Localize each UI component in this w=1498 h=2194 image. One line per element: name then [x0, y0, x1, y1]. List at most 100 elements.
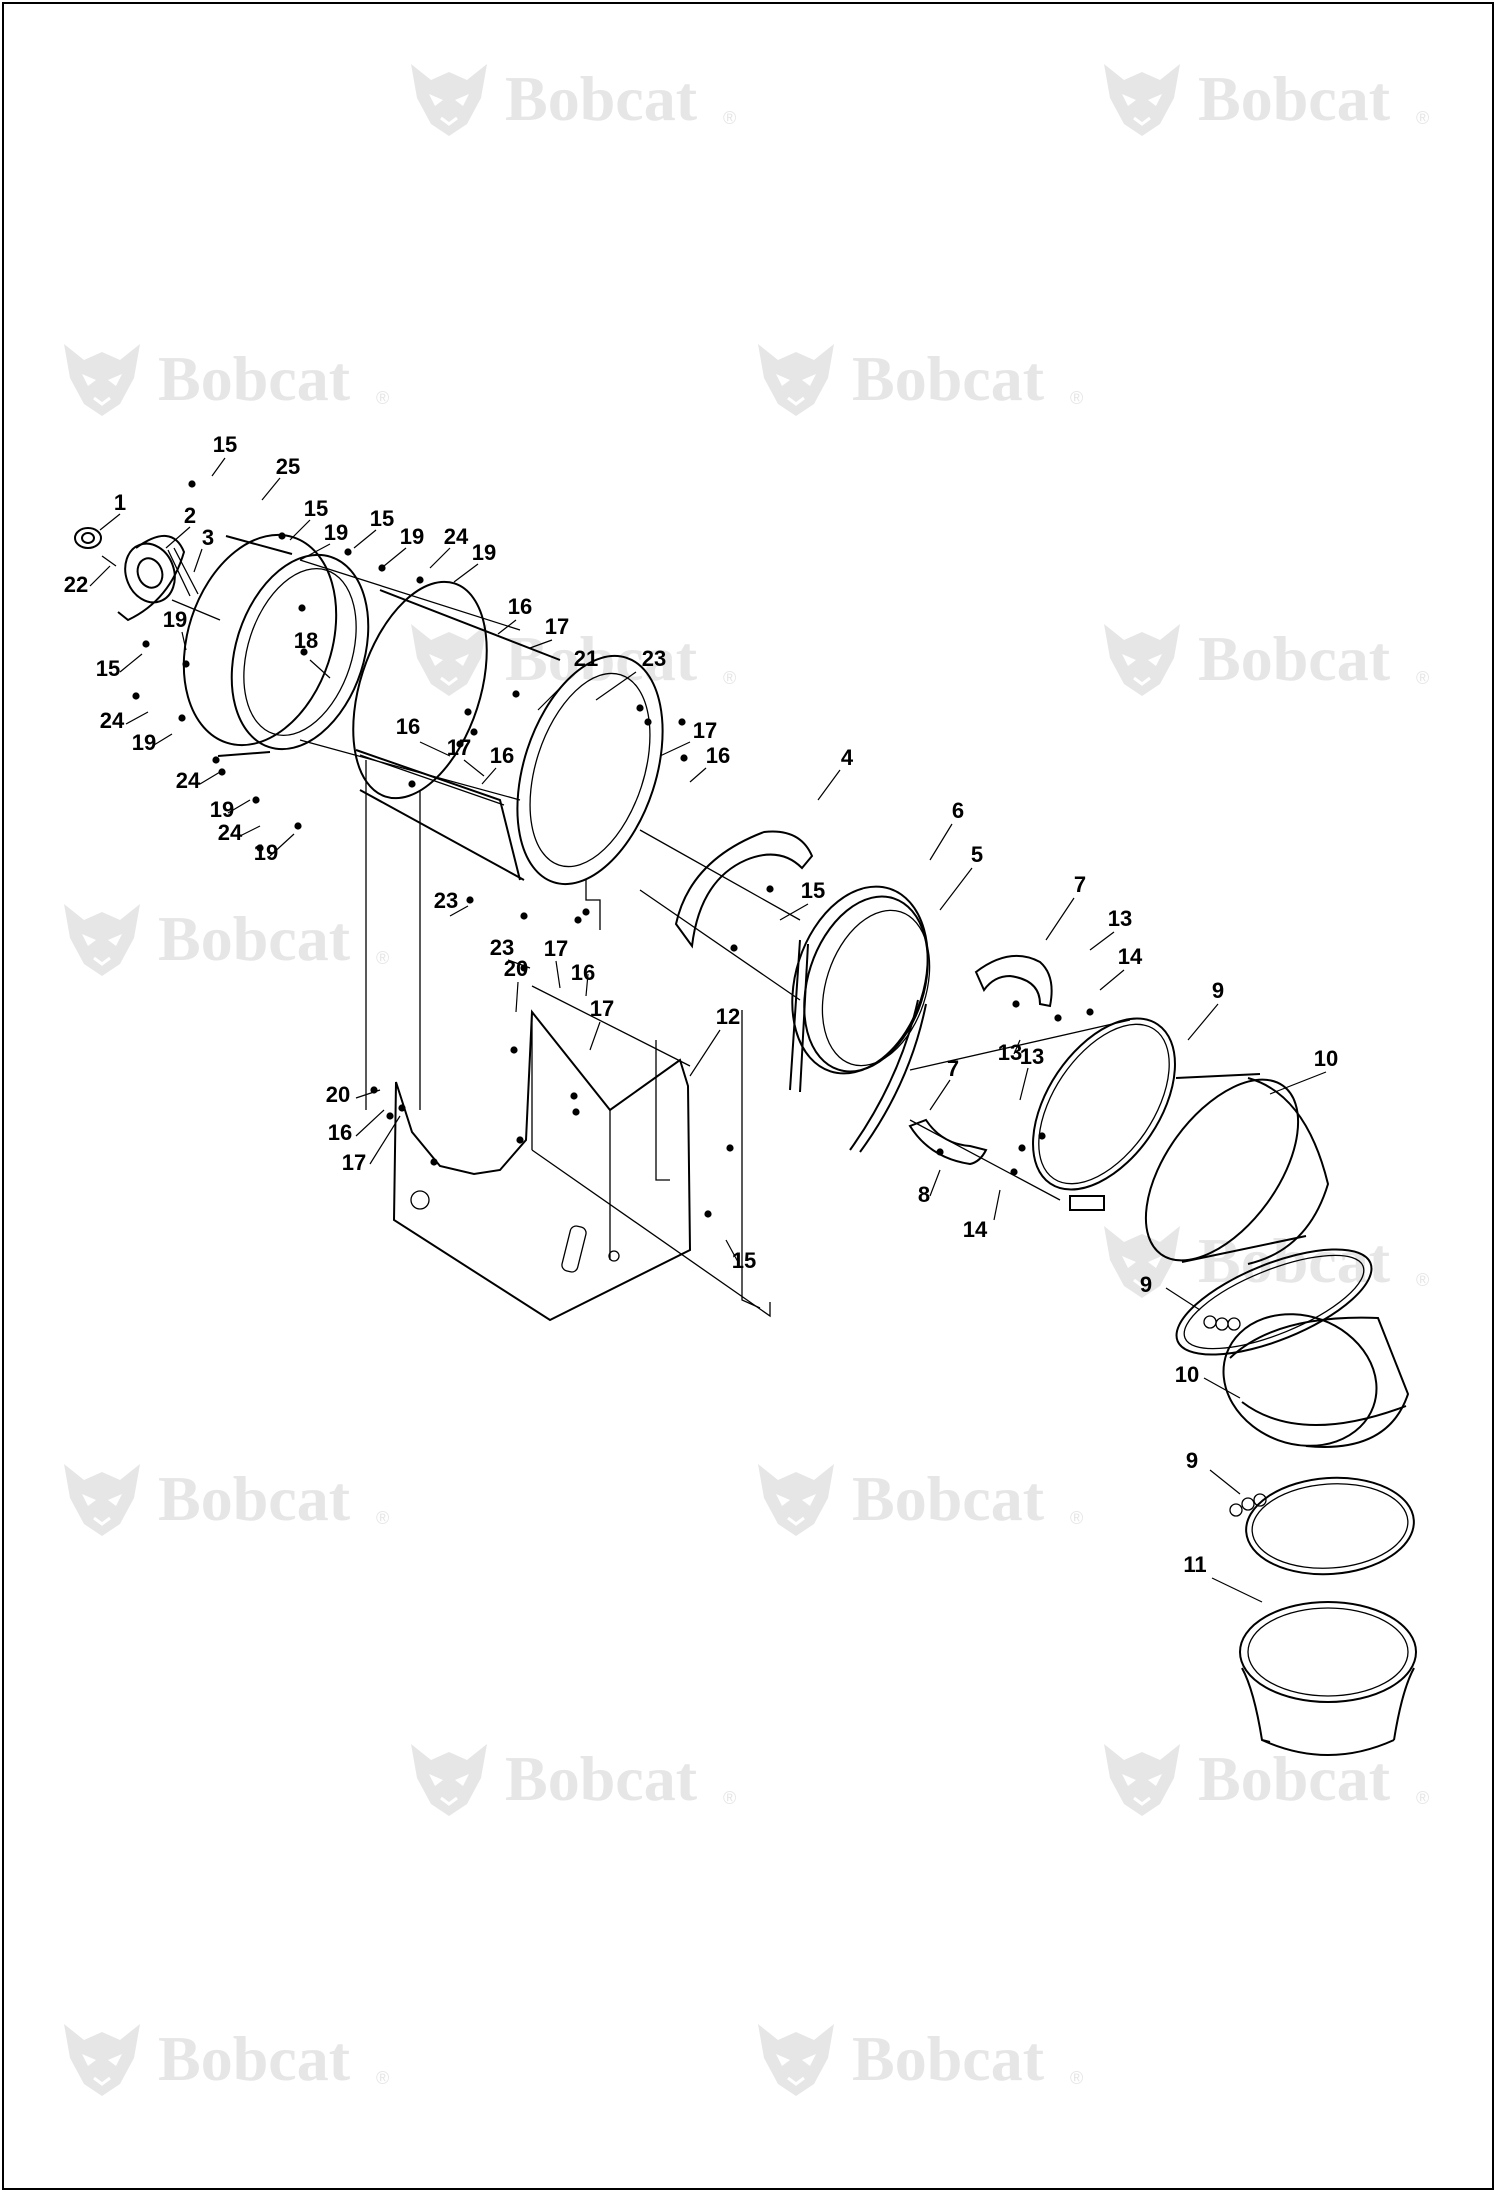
leader-line: [1269, 1071, 1327, 1095]
callout-15: 15: [213, 432, 237, 457]
fastener-dot: [680, 754, 688, 762]
watermark-text: Bobcat: [852, 343, 1045, 414]
callout-19: 19: [163, 607, 187, 632]
fastener-dot: [516, 1136, 524, 1144]
fastener-dot: [644, 718, 652, 726]
watermark-text: Bobcat: [852, 1463, 1045, 1534]
leader-line: [453, 563, 479, 583]
callout-18: 18: [294, 628, 318, 653]
callout-25: 25: [276, 454, 300, 479]
fastener-dot: [726, 1144, 734, 1152]
watermark-logo: Bobcat®: [409, 62, 736, 138]
leader-line: [199, 771, 221, 785]
fastener-dot: [212, 756, 220, 764]
callout-5: 5: [971, 842, 983, 867]
callout-17: 17: [590, 996, 614, 1021]
fastener-layer: [132, 480, 1094, 1218]
watermark-text: Bobcat: [158, 343, 351, 414]
watermark-logo: Bobcat®: [62, 1462, 389, 1538]
callout-15: 15: [801, 878, 825, 903]
fastener-dot: [218, 768, 226, 776]
fastener-dot: [470, 728, 478, 736]
leader-line: [515, 981, 519, 1013]
fastener-dot: [1054, 1014, 1062, 1022]
fastener-dot: [936, 1148, 944, 1156]
watermark-text: Bobcat: [158, 903, 351, 974]
callout-7: 7: [947, 1056, 959, 1081]
watermark-registered: ®: [1416, 1270, 1429, 1290]
part-collar: [789, 885, 931, 1153]
leader-line: [1211, 1577, 1263, 1603]
fastener-dot: [636, 704, 644, 712]
callout-17: 17: [545, 614, 569, 639]
fastener-dot: [1086, 1008, 1094, 1016]
callout-17: 17: [544, 936, 568, 961]
callout-7: 7: [1074, 872, 1086, 897]
leader-line: [595, 671, 637, 701]
leader-line: [449, 905, 469, 917]
leader-line: [353, 529, 377, 549]
watermark-text: Bobcat: [505, 63, 698, 134]
watermark-logo: Bobcat®: [1102, 1742, 1429, 1818]
watermark-registered: ®: [1416, 108, 1429, 128]
fastener-dot: [570, 1092, 578, 1100]
callout-16: 16: [706, 743, 730, 768]
fastener-dot: [408, 780, 416, 788]
leader-line: [939, 867, 973, 911]
part-stand: [392, 985, 692, 1322]
leader-line: [1089, 931, 1115, 951]
part-hose-upper: [1144, 1073, 1330, 1265]
callout-16: 16: [508, 594, 532, 619]
leader-line: [239, 825, 261, 837]
callout-20: 20: [504, 956, 528, 981]
leader-line: [1165, 1287, 1201, 1311]
callout-24: 24: [100, 708, 125, 733]
leader-line: [497, 619, 517, 635]
fastener-dot: [278, 532, 286, 540]
watermark-logo: Bobcat®: [409, 1742, 736, 1818]
callout-8: 8: [918, 1182, 930, 1207]
fastener-dot: [1012, 1000, 1020, 1008]
fastener-dot: [188, 480, 196, 488]
leader-line: [929, 823, 953, 861]
leader-line: [779, 903, 809, 921]
leader-line: [429, 547, 451, 569]
watermark-registered: ®: [376, 948, 389, 968]
callout-23: 23: [434, 888, 458, 913]
leader-line: [355, 1089, 381, 1099]
watermark-registered: ®: [1416, 1788, 1429, 1808]
fastener-dot: [520, 912, 528, 920]
callout-15: 15: [304, 496, 328, 521]
watermark-logo: Bobcat®: [1102, 622, 1429, 698]
leader-line: [181, 631, 187, 651]
callout-23: 23: [490, 935, 514, 960]
leader-line: [369, 1115, 401, 1165]
callout-21: 21: [574, 646, 598, 671]
parts-drawing: [74, 480, 1417, 1756]
fastener-dot: [344, 548, 352, 556]
watermark-registered: ®: [376, 388, 389, 408]
callout-6: 6: [952, 798, 964, 823]
callout-15: 15: [732, 1248, 756, 1273]
fastener-dot: [416, 576, 424, 584]
fastener-dot: [298, 604, 306, 612]
leader-lines: [89, 457, 1327, 1603]
callout-19: 19: [472, 540, 496, 565]
part-hose-clamp-3: [1229, 1476, 1415, 1576]
callout-9: 9: [1186, 1448, 1198, 1473]
leader-line: [929, 1079, 951, 1111]
leader-line: [269, 833, 295, 857]
callout-10: 10: [1175, 1362, 1199, 1387]
fastener-dot: [582, 908, 590, 916]
fastener-dot: [678, 718, 686, 726]
callout-20: 20: [326, 1082, 350, 1107]
leader-line: [289, 519, 311, 541]
part-hose-clamp-1: [1032, 1017, 1176, 1211]
leader-line: [1209, 1469, 1241, 1495]
watermark-logo: Bobcat®: [1102, 1224, 1429, 1300]
callout-3: 3: [202, 525, 214, 550]
leader-line: [659, 741, 691, 757]
watermark-registered: ®: [1070, 1508, 1083, 1528]
fastener-dot: [300, 648, 308, 656]
